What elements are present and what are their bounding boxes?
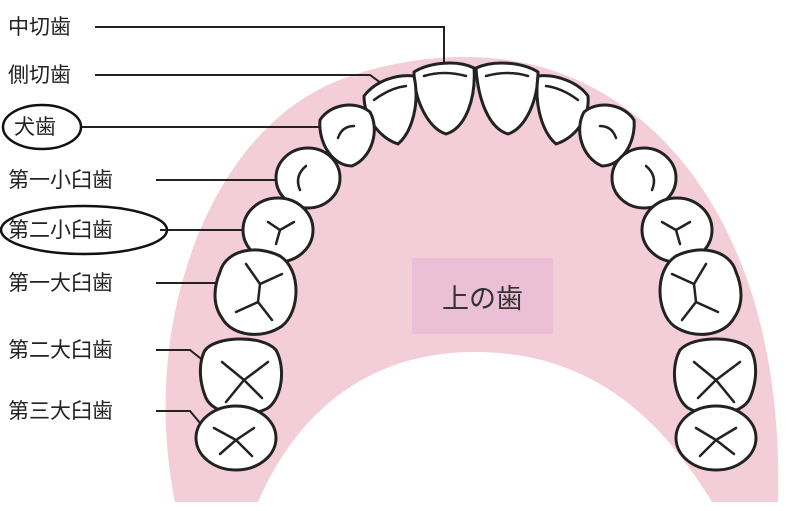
tooth-first-molar-left	[215, 250, 296, 334]
center-label: 上の歯	[442, 277, 523, 316]
label-second-molar: 第二大臼歯	[8, 340, 113, 361]
tooth-second-molar-right	[674, 339, 755, 414]
label-third-molar: 第三大臼歯	[8, 401, 113, 422]
leader-central-incisor	[95, 27, 444, 64]
center-label-box: 上の歯	[412, 258, 553, 334]
label-lateral-incisor: 側切歯	[8, 65, 71, 86]
tooth-third-molar-left	[196, 406, 276, 470]
tooth-third-molar-right	[676, 406, 756, 470]
tooth-first-molar-right	[660, 250, 741, 334]
label-canine: 犬歯	[14, 117, 56, 138]
label-central-incisor: 中切歯	[8, 17, 71, 38]
label-first-molar: 第一大臼歯	[8, 273, 113, 294]
label-first-premolar: 第一小臼歯	[8, 170, 113, 191]
label-second-premolar: 第二小臼歯	[8, 220, 113, 241]
